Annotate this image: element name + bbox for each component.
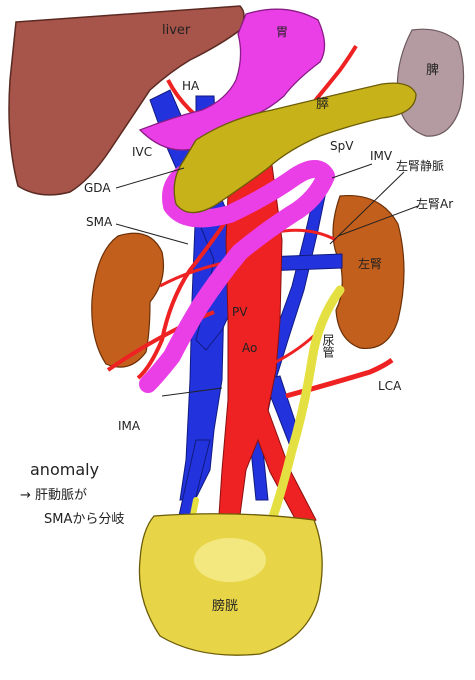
pointer-lrv	[329, 171, 405, 245]
label-spleen: 脾	[426, 63, 440, 78]
label-liver: liver	[162, 23, 191, 38]
label-bladder: 膀胱	[212, 599, 239, 614]
left-kidney-shape	[332, 194, 405, 350]
pancreas-shape	[173, 82, 417, 214]
pointer-sma	[115, 223, 189, 245]
liver-shape	[8, 5, 245, 196]
label-gda: GDA	[84, 181, 111, 195]
spleen-shape	[396, 28, 465, 137]
label-pv: PV	[232, 305, 248, 319]
note-line2: SMAから分岐	[44, 512, 125, 527]
label-ima: IMA	[118, 419, 141, 433]
label-left-renal-artery: 左腎Ar	[416, 197, 454, 211]
imv-vessel	[249, 169, 331, 501]
colon-loop	[139, 159, 335, 393]
label-ao: Ao	[242, 341, 258, 355]
label-sma: SMA	[86, 215, 113, 229]
label-ha: HA	[182, 79, 200, 93]
note-line1: → 肝動脈が	[20, 488, 88, 503]
label-stomach: 胃	[276, 25, 289, 39]
bladder-highlight	[194, 538, 266, 582]
sma-vessel	[136, 198, 242, 380]
label-left-kidney: 左腎	[358, 257, 383, 271]
bladder-shape	[138, 513, 323, 656]
label-lca: LCA	[378, 379, 402, 393]
label-ivc: IVC	[132, 145, 153, 159]
label-pancreas: 膵	[316, 97, 330, 112]
lca-vessel	[285, 357, 394, 399]
note-title: anomaly	[30, 460, 100, 479]
label-ureter: 尿管	[321, 334, 335, 358]
label-spv: SpV	[330, 139, 354, 153]
label-left-renal-vein: 左腎静脈	[396, 159, 445, 173]
pointer-gda	[115, 167, 185, 189]
pointer-imv	[331, 163, 373, 179]
right-kidney-shape	[91, 232, 165, 368]
pointer-ima	[161, 387, 223, 397]
pointer-lra	[337, 205, 419, 237]
label-imv: IMV	[370, 149, 393, 163]
